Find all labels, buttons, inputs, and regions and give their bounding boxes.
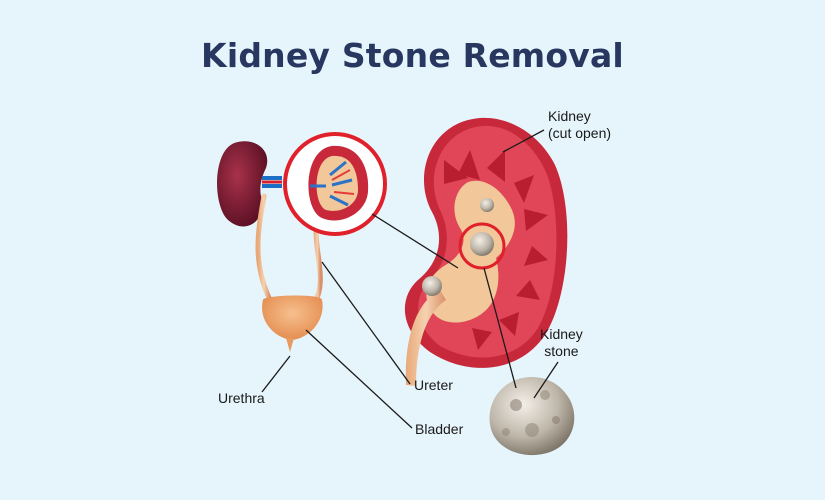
leader-urethra [261, 355, 291, 393]
stone-in-kidney-1 [470, 232, 494, 256]
label-kidney-line2: (cut open) [548, 125, 612, 141]
label-kidney-stone: Kidney stone [540, 326, 583, 360]
label-kidney-line1: Kidney [548, 108, 591, 124]
leader-kidney [502, 129, 545, 153]
stone-in-kidney-3 [422, 276, 442, 296]
page-title: Kidney Stone Removal [201, 36, 624, 75]
stone-highlight-ring [458, 222, 506, 270]
leader-ureter [321, 261, 411, 385]
label-stone-line2: stone [544, 343, 579, 359]
stone-in-kidney-2 [480, 198, 494, 212]
left-ureter [255, 193, 273, 303]
label-stone-line1: Kidney [540, 326, 583, 342]
large-ureter [405, 290, 446, 386]
urethra [286, 338, 294, 352]
magnified-kidney-circle [283, 132, 387, 236]
leader-stone-ring [483, 267, 517, 389]
leader-stone [533, 361, 559, 399]
urinary-system-small [217, 141, 323, 352]
leader-bladder [305, 329, 413, 429]
label-kidney-cut-open: Kidney (cut open) [548, 108, 611, 142]
small-kidney-vessels [262, 176, 282, 188]
leader-circle-to-kidney [371, 213, 459, 269]
leader-lines [261, 129, 559, 429]
kidney-stone-closeup [489, 376, 575, 456]
bladder [262, 295, 323, 340]
large-kidney-cutaway [404, 117, 568, 386]
small-kidney [217, 141, 268, 227]
label-urethra: Urethra [218, 390, 265, 406]
label-ureter: Ureter [414, 377, 453, 393]
label-bladder: Bladder [415, 421, 464, 437]
renal-pelvis [426, 180, 515, 323]
